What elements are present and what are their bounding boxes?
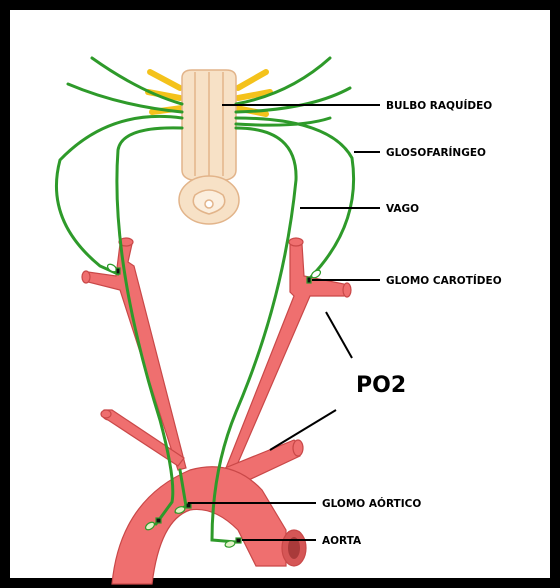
label-aorta: AORTA [322,535,362,547]
label-po2: PO2 [356,373,406,398]
brainstem [179,70,239,224]
arteries [82,238,351,584]
label-glomo-aortico: GLOMO AÓRTICO [322,497,421,510]
label-glosofaringeo: GLOSOFARÍNGEO [386,146,486,159]
label-vago: VAGO [386,203,419,215]
label-bulbo-raquideo: BULBO RAQUÍDEO [386,99,492,112]
label-glomo-carotideo: GLOMO CAROTÍDEO [386,274,502,287]
